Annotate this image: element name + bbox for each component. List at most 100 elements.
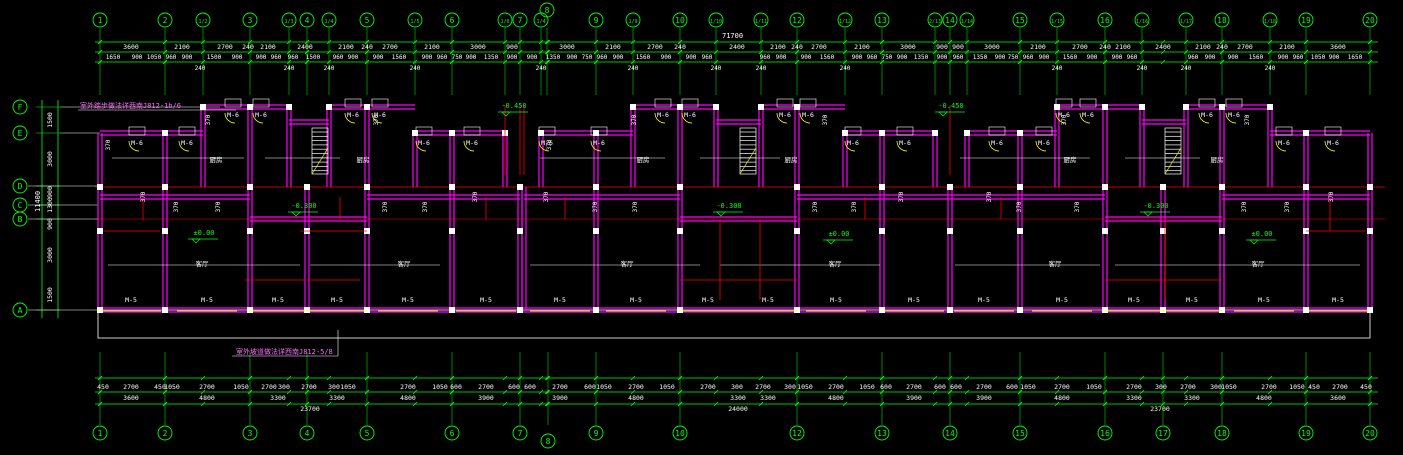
dim-bottom-1: 2700 [199, 383, 215, 391]
dim-bottom-1: 1050 [659, 383, 675, 391]
column [304, 307, 310, 313]
window-box [590, 126, 608, 136]
wall-thickness-mark: 370 [1244, 114, 1251, 125]
dim-top-1: 3600 [123, 43, 139, 51]
dim-top-1: 3000 [559, 43, 575, 51]
dim-bottom-1: 600 [950, 383, 962, 391]
window-box [988, 126, 1006, 136]
window-box [371, 98, 389, 108]
axis-bubble-top: 3 [242, 12, 258, 28]
axis-bubble-top: 1/14 [959, 12, 975, 28]
dim-tick [364, 59, 370, 65]
dim-tick [932, 49, 938, 55]
dim-top-2: 960 [166, 54, 177, 61]
door-label: M-5 [1128, 296, 1140, 304]
dim-left: 1500 [46, 112, 54, 128]
dim-tick [947, 59, 953, 65]
dim-tick [1367, 389, 1373, 395]
dim-top-2: 900 [232, 54, 243, 61]
axis-bubble-top: 1/5 [407, 12, 423, 28]
dim-left: 900 [46, 186, 54, 198]
dim-bottom-1: 2700 [261, 383, 277, 391]
wall-thickness-mark: 370 [1061, 114, 1068, 125]
dim-tick [630, 389, 636, 395]
dim-top-2: 1500 [207, 54, 222, 61]
dim-tick [713, 59, 719, 65]
axis-bubble-bottom: 4 [299, 425, 315, 441]
dim-top-2: 960 [333, 54, 344, 61]
dim-bottom-1: 600 [584, 383, 596, 391]
dim-bottom-1: 1050 [233, 383, 249, 391]
dim-bottom-2: 4800 [400, 394, 416, 402]
dim-tick [538, 49, 544, 55]
dim-tick [932, 389, 938, 395]
axis-bubble-top: 2/13 [927, 12, 943, 28]
dim-bottom-1: 2700 [400, 383, 416, 391]
dim-tick [1139, 49, 1145, 55]
column [364, 184, 370, 190]
stairs [311, 127, 1182, 175]
column [1102, 184, 1108, 190]
level-mark: ±0.00 [188, 229, 218, 244]
axis-bubble-label: 16 [1100, 16, 1110, 25]
dim-tick [502, 49, 508, 55]
axis-bubble-top: 10 [672, 12, 688, 28]
column [247, 184, 253, 190]
dim-top-2: 960 [760, 54, 771, 61]
door-swings [101, 98, 1368, 312]
axis-bubble-label: D [18, 182, 23, 191]
door-swing [1225, 112, 1237, 124]
level-mark: -0.450 [935, 102, 965, 117]
dim-top-1: 3000 [984, 43, 1000, 51]
level-text: -0.300 [291, 202, 316, 210]
dim-top-2: 900 [776, 54, 787, 61]
dim-tick [502, 375, 508, 381]
dim-tick [1102, 389, 1108, 395]
dim-tick [758, 59, 764, 65]
dim-tick [326, 389, 332, 395]
door-swing [344, 112, 356, 124]
dim-tick [544, 39, 550, 45]
column [1139, 104, 1145, 110]
dim-bottom-1: 1050 [1020, 383, 1036, 391]
dim-tick [1054, 39, 1060, 45]
axis-bubble-label: 1/12 [839, 19, 851, 25]
level-mark: ±0.00 [1246, 230, 1276, 245]
axis-bubble-label: 13 [877, 16, 887, 25]
axis-bubble-label: 1/4 [324, 19, 333, 25]
dim-top-2: 1560 [1063, 54, 1078, 61]
dim-tick [286, 39, 292, 45]
dim-tick [364, 389, 370, 395]
column [517, 184, 523, 190]
dim-top-1: 3000 [900, 43, 916, 51]
dim-tick [630, 375, 636, 381]
column [1367, 184, 1373, 190]
window-box [344, 98, 362, 108]
dim-top-1: 3600 [1330, 43, 1346, 51]
dim-tick [97, 389, 103, 395]
door-label: M-6 [255, 111, 267, 119]
column [947, 307, 953, 313]
dim-tick [544, 375, 550, 381]
dim-bottom-1: 300 [784, 383, 796, 391]
dim-bottom-2: 4800 [828, 394, 844, 402]
axis-bubble-top: 18 [1214, 12, 1230, 28]
axis-bubble-top: 4 [299, 12, 315, 28]
dim-tick [1160, 39, 1166, 45]
column [97, 307, 103, 313]
column [1102, 228, 1108, 234]
axis-bubble-label: 8 [545, 6, 550, 15]
column [517, 307, 523, 313]
dim-tick [304, 375, 310, 381]
dim-tick [545, 389, 551, 395]
column [326, 104, 332, 110]
column [879, 184, 885, 190]
dim-bottom-1: 450 [1308, 383, 1320, 391]
dim-top-1: 900 [506, 43, 518, 51]
axis-bubble-label: 15 [1015, 429, 1025, 438]
dimension-lines [41, 41, 1378, 405]
axis-bubble-label: 10 [675, 16, 685, 25]
axis-bubble-label: 14 [945, 429, 955, 438]
axis-extension-lines [36, 28, 1373, 425]
dim-tick [247, 401, 253, 407]
